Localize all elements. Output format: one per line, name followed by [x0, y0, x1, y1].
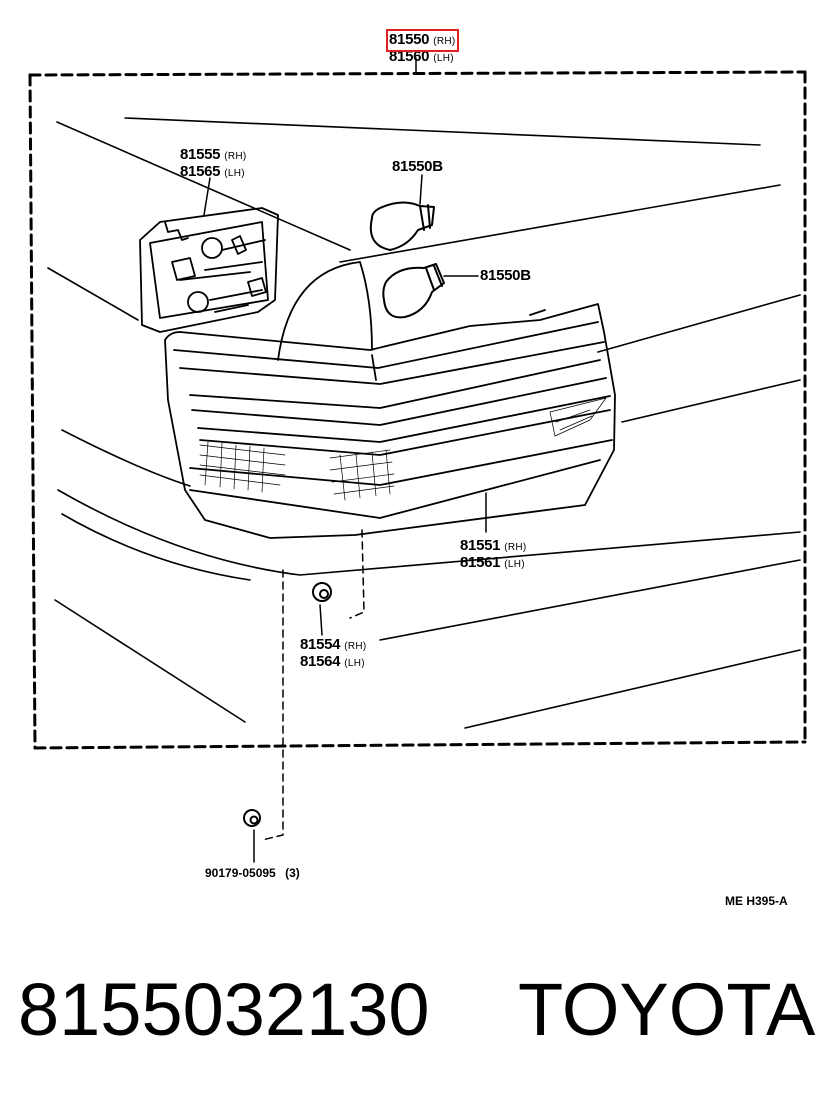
- socket-assembly: [139, 207, 279, 333]
- part-number: 81561: [460, 554, 501, 571]
- top-label: 81550(RH) 81560(LH): [386, 29, 459, 66]
- lens-label: 81551(RH) 81561(LH): [460, 538, 527, 572]
- bulb-1: [369, 201, 435, 251]
- side-suffix: (RH): [433, 36, 456, 47]
- nut-dash: [261, 569, 284, 841]
- part-number: 90179-05095: [205, 866, 276, 880]
- lens-assembly: [164, 303, 616, 539]
- socket-label: 81555(RH) 81565(LH): [180, 147, 247, 181]
- parts-diagram: [28, 57, 807, 863]
- lens-dash: [349, 529, 365, 619]
- quantity: (3): [285, 866, 300, 880]
- part-number: 81564: [300, 653, 341, 670]
- assembly-frame: [28, 70, 807, 750]
- part-number: 81554: [300, 636, 341, 653]
- side-suffix: (LH): [504, 559, 525, 570]
- nut-label: 90179-05095 (3): [205, 866, 300, 880]
- nut: [243, 809, 261, 827]
- socket-leader: [203, 177, 211, 216]
- highlighted-part-rh[interactable]: 81550(RH): [386, 29, 459, 52]
- bulb-label-1: 81550B: [392, 158, 443, 175]
- side-suffix: (LH): [224, 168, 245, 179]
- part-number: 81551: [460, 537, 501, 554]
- lens-hatch: [199, 397, 607, 501]
- gasket: [312, 582, 332, 602]
- part-number: 81555: [180, 146, 221, 163]
- side-suffix: (LH): [433, 53, 454, 64]
- footer-part-number: 8155032130: [18, 968, 430, 1051]
- part-number: 81560: [389, 48, 430, 65]
- side-suffix: (RH): [344, 641, 367, 652]
- footer-brand: TOYOTA: [518, 968, 816, 1051]
- side-suffix: (RH): [224, 151, 247, 162]
- part-lh: 81560(LH): [389, 49, 456, 66]
- gasket-leader: [319, 604, 323, 636]
- gasket-label: 81554(RH) 81564(LH): [300, 637, 367, 671]
- bulb-2: [382, 263, 445, 319]
- side-suffix: (RH): [504, 542, 527, 553]
- bulb-label-2: 81550B: [480, 267, 531, 284]
- diagram-code: ME H395-A: [725, 894, 788, 908]
- part-number: 81565: [180, 163, 221, 180]
- side-suffix: (LH): [344, 658, 365, 669]
- car-body-lines: [47, 117, 801, 729]
- part-number: 81550: [389, 31, 430, 48]
- bulb-1-leader: [419, 174, 423, 205]
- body-curve: [277, 261, 373, 361]
